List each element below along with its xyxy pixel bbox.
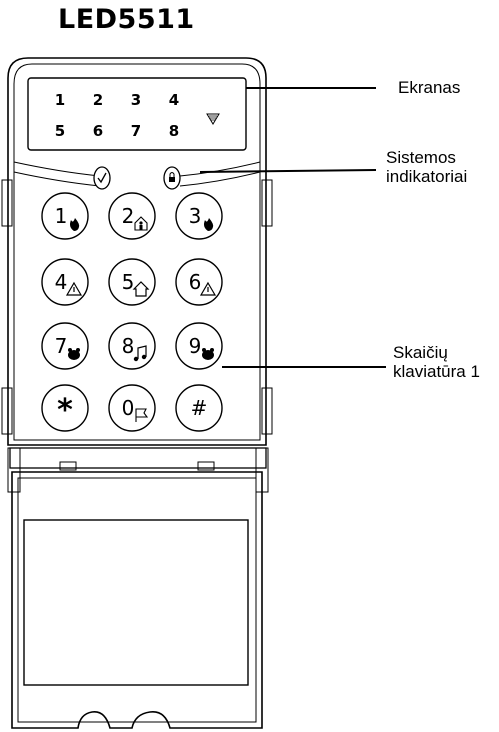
key-0-button[interactable]: 0 xyxy=(108,384,156,432)
key-6-button[interactable]: 6 xyxy=(175,258,223,306)
callout-indicators-line1: Sistemos xyxy=(386,148,456,167)
fire-icon xyxy=(204,218,214,231)
burglar-icon xyxy=(202,348,214,360)
key-label: 2 xyxy=(122,204,135,228)
side-tab-left xyxy=(1,179,13,227)
zone-led-4: 4 xyxy=(169,91,179,109)
key-label: * xyxy=(57,393,73,428)
key-2-button[interactable]: 2 xyxy=(108,192,156,240)
keypad-keys: 1 2 3 4 5 6 7 8 9 * 0 # xyxy=(41,192,223,432)
key-label: 9 xyxy=(189,334,202,358)
key-label: # xyxy=(191,396,208,420)
fire-icon xyxy=(70,218,80,231)
trouble-triangle-icon xyxy=(206,113,220,125)
key-label: 8 xyxy=(122,334,135,358)
warning-icon xyxy=(65,281,83,296)
warning-icon xyxy=(199,281,217,296)
keypad-body-outline xyxy=(7,57,267,446)
check-icon xyxy=(97,172,107,184)
key-label: 0 xyxy=(122,396,135,420)
callout-display: Ekranas xyxy=(398,78,460,97)
flag-icon xyxy=(135,408,149,422)
side-tab-left-lower xyxy=(1,387,13,435)
display-window xyxy=(27,77,247,151)
key-label: 3 xyxy=(189,204,202,228)
keypad-inner-frame xyxy=(13,63,261,441)
zone-led-1: 1 xyxy=(55,91,65,109)
key-label: 5 xyxy=(122,270,135,294)
chime-icon xyxy=(133,345,147,362)
zone-leds: 1 2 3 4 5 6 7 8 xyxy=(55,91,179,140)
key-star-button[interactable]: * xyxy=(41,384,89,432)
callout-keypad-line1: Skaičių xyxy=(393,343,448,362)
callout-line-indicators xyxy=(199,169,377,173)
zone-led-8: 8 xyxy=(169,122,179,140)
callout-display-label: Ekranas xyxy=(398,78,461,97)
zone-led-6: 6 xyxy=(93,122,103,140)
hinge-bar xyxy=(9,447,267,469)
display-bezel-line-lower xyxy=(13,171,261,187)
key-9-button[interactable]: 9 xyxy=(175,322,223,370)
zone-led-5: 5 xyxy=(55,122,65,140)
key-3-button[interactable]: 3 xyxy=(175,192,223,240)
zone-led-7: 7 xyxy=(131,122,141,140)
zone-led-3: 3 xyxy=(131,91,141,109)
callout-indicators-line2: indikatoriai xyxy=(386,167,468,186)
key-5-button[interactable]: 5 xyxy=(108,258,156,306)
hinge-left xyxy=(7,447,21,493)
device-title: LED5511 xyxy=(58,4,195,35)
ready-indicator-led xyxy=(93,166,111,190)
key-label: 4 xyxy=(55,270,68,294)
display-bezel-line xyxy=(13,161,261,177)
key-hash-button[interactable]: # xyxy=(175,384,223,432)
door-label-panel xyxy=(23,519,249,686)
side-tab-right-lower xyxy=(261,387,273,435)
key-label: 1 xyxy=(55,204,68,228)
callout-indicators: Sistemos indikatoriai xyxy=(386,148,467,186)
key-label: 7 xyxy=(55,334,68,358)
callout-keypad: Skaičių klaviatūra 1 xyxy=(393,343,480,381)
zone-led-2: 2 xyxy=(93,91,103,109)
lock-icon xyxy=(169,177,175,182)
burglar-icon xyxy=(68,348,80,360)
callout-keypad-line2: klaviatūra 1 xyxy=(393,362,480,381)
side-tab-right xyxy=(261,179,273,227)
key-7-button[interactable]: 7 xyxy=(41,322,89,370)
key-4-button[interactable]: 4 xyxy=(41,258,89,306)
keypad-door xyxy=(11,471,263,729)
key-1-button[interactable]: 1 xyxy=(41,192,89,240)
house-icon xyxy=(132,281,150,297)
key-8-button[interactable]: 8 xyxy=(108,322,156,370)
person-house-icon xyxy=(134,216,148,231)
key-label: 6 xyxy=(189,270,202,294)
